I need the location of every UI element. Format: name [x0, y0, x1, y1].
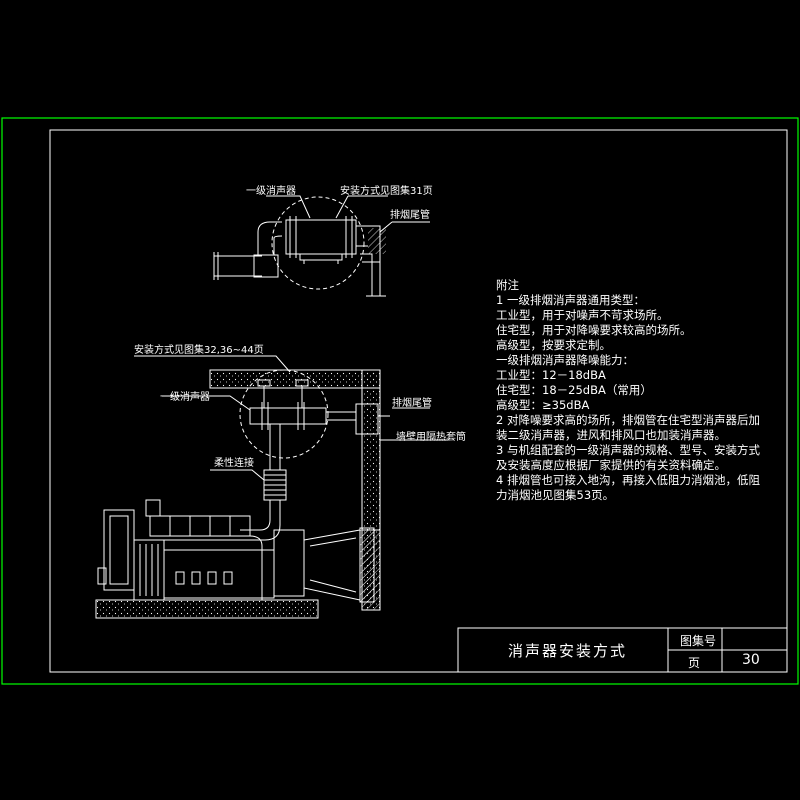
- note-line: 及安装高度应根据厂家提供的有关资料确定。: [496, 458, 726, 472]
- note-line: 3 与机组配套的一级消声器的规格、型号、安装方式: [496, 443, 760, 457]
- title-block: [457, 627, 788, 673]
- note-line: 工业型，用于对噪声不苛求场所。: [496, 308, 669, 322]
- bottom-install-ref-label: 安装方式见图集32,36~44页: [134, 345, 264, 356]
- note-line: 力消烟池见图集53页。: [496, 488, 615, 502]
- note-line: 工业型：12－18dBA: [496, 368, 606, 382]
- note-line: 住宅型，用于对降噪要求较高的场所。: [496, 323, 692, 337]
- top-exhaust-tail-label: 排烟尾管: [390, 210, 430, 221]
- page-label: 页: [688, 656, 701, 670]
- note-line: 2 对降噪要求高的场所，排烟管在住宅型消声器后加: [496, 413, 760, 427]
- note-line: 高级型：≥35dBA: [496, 398, 590, 412]
- notes-block: 附注 1 一级排烟消声器通用类型： 工业型，用于对噪声不苛求场所。 住宅型，用于…: [496, 278, 786, 503]
- note-line: 高级型，按要求定制。: [496, 338, 611, 352]
- drawing-title: 消声器安装方式: [508, 642, 628, 660]
- bottom-exhaust-tail-label: 排烟尾管: [392, 398, 432, 409]
- outer-frame: [1, 117, 799, 685]
- note-line: 住宅型：18－25dBA（常用）: [496, 383, 652, 397]
- flexible-joint-label: 柔性连接: [214, 458, 254, 469]
- atlas-label: 图集号: [680, 634, 717, 648]
- top-install-ref-label: 安装方式见图集31页: [340, 186, 433, 197]
- bottom-detail: [95, 355, 448, 619]
- top-silencer-label: 一级消声器: [246, 186, 296, 197]
- note-line: 4 排烟管也可接入地沟，再接入低阻力消烟池，低阻: [496, 473, 760, 487]
- notes-title: 附注: [496, 278, 519, 292]
- bottom-silencer-label: 一级消声器: [160, 392, 210, 403]
- inner-frame: [49, 129, 788, 673]
- top-detail: [213, 195, 430, 297]
- insulated-sleeve-label: 墙壁用隔热套筒: [396, 432, 466, 443]
- page-number: 30: [742, 652, 760, 668]
- notes-lines: 1 一级排烟消声器通用类型： 工业型，用于对噪声不苛求场所。 住宅型，用于对降噪…: [496, 293, 786, 503]
- note-line: 1 一级排烟消声器通用类型：: [496, 293, 645, 307]
- note-line: 装二级消声器，进风和排风口也加装消声器。: [496, 428, 726, 442]
- note-line: 一级排烟消声器降噪能力：: [496, 353, 634, 367]
